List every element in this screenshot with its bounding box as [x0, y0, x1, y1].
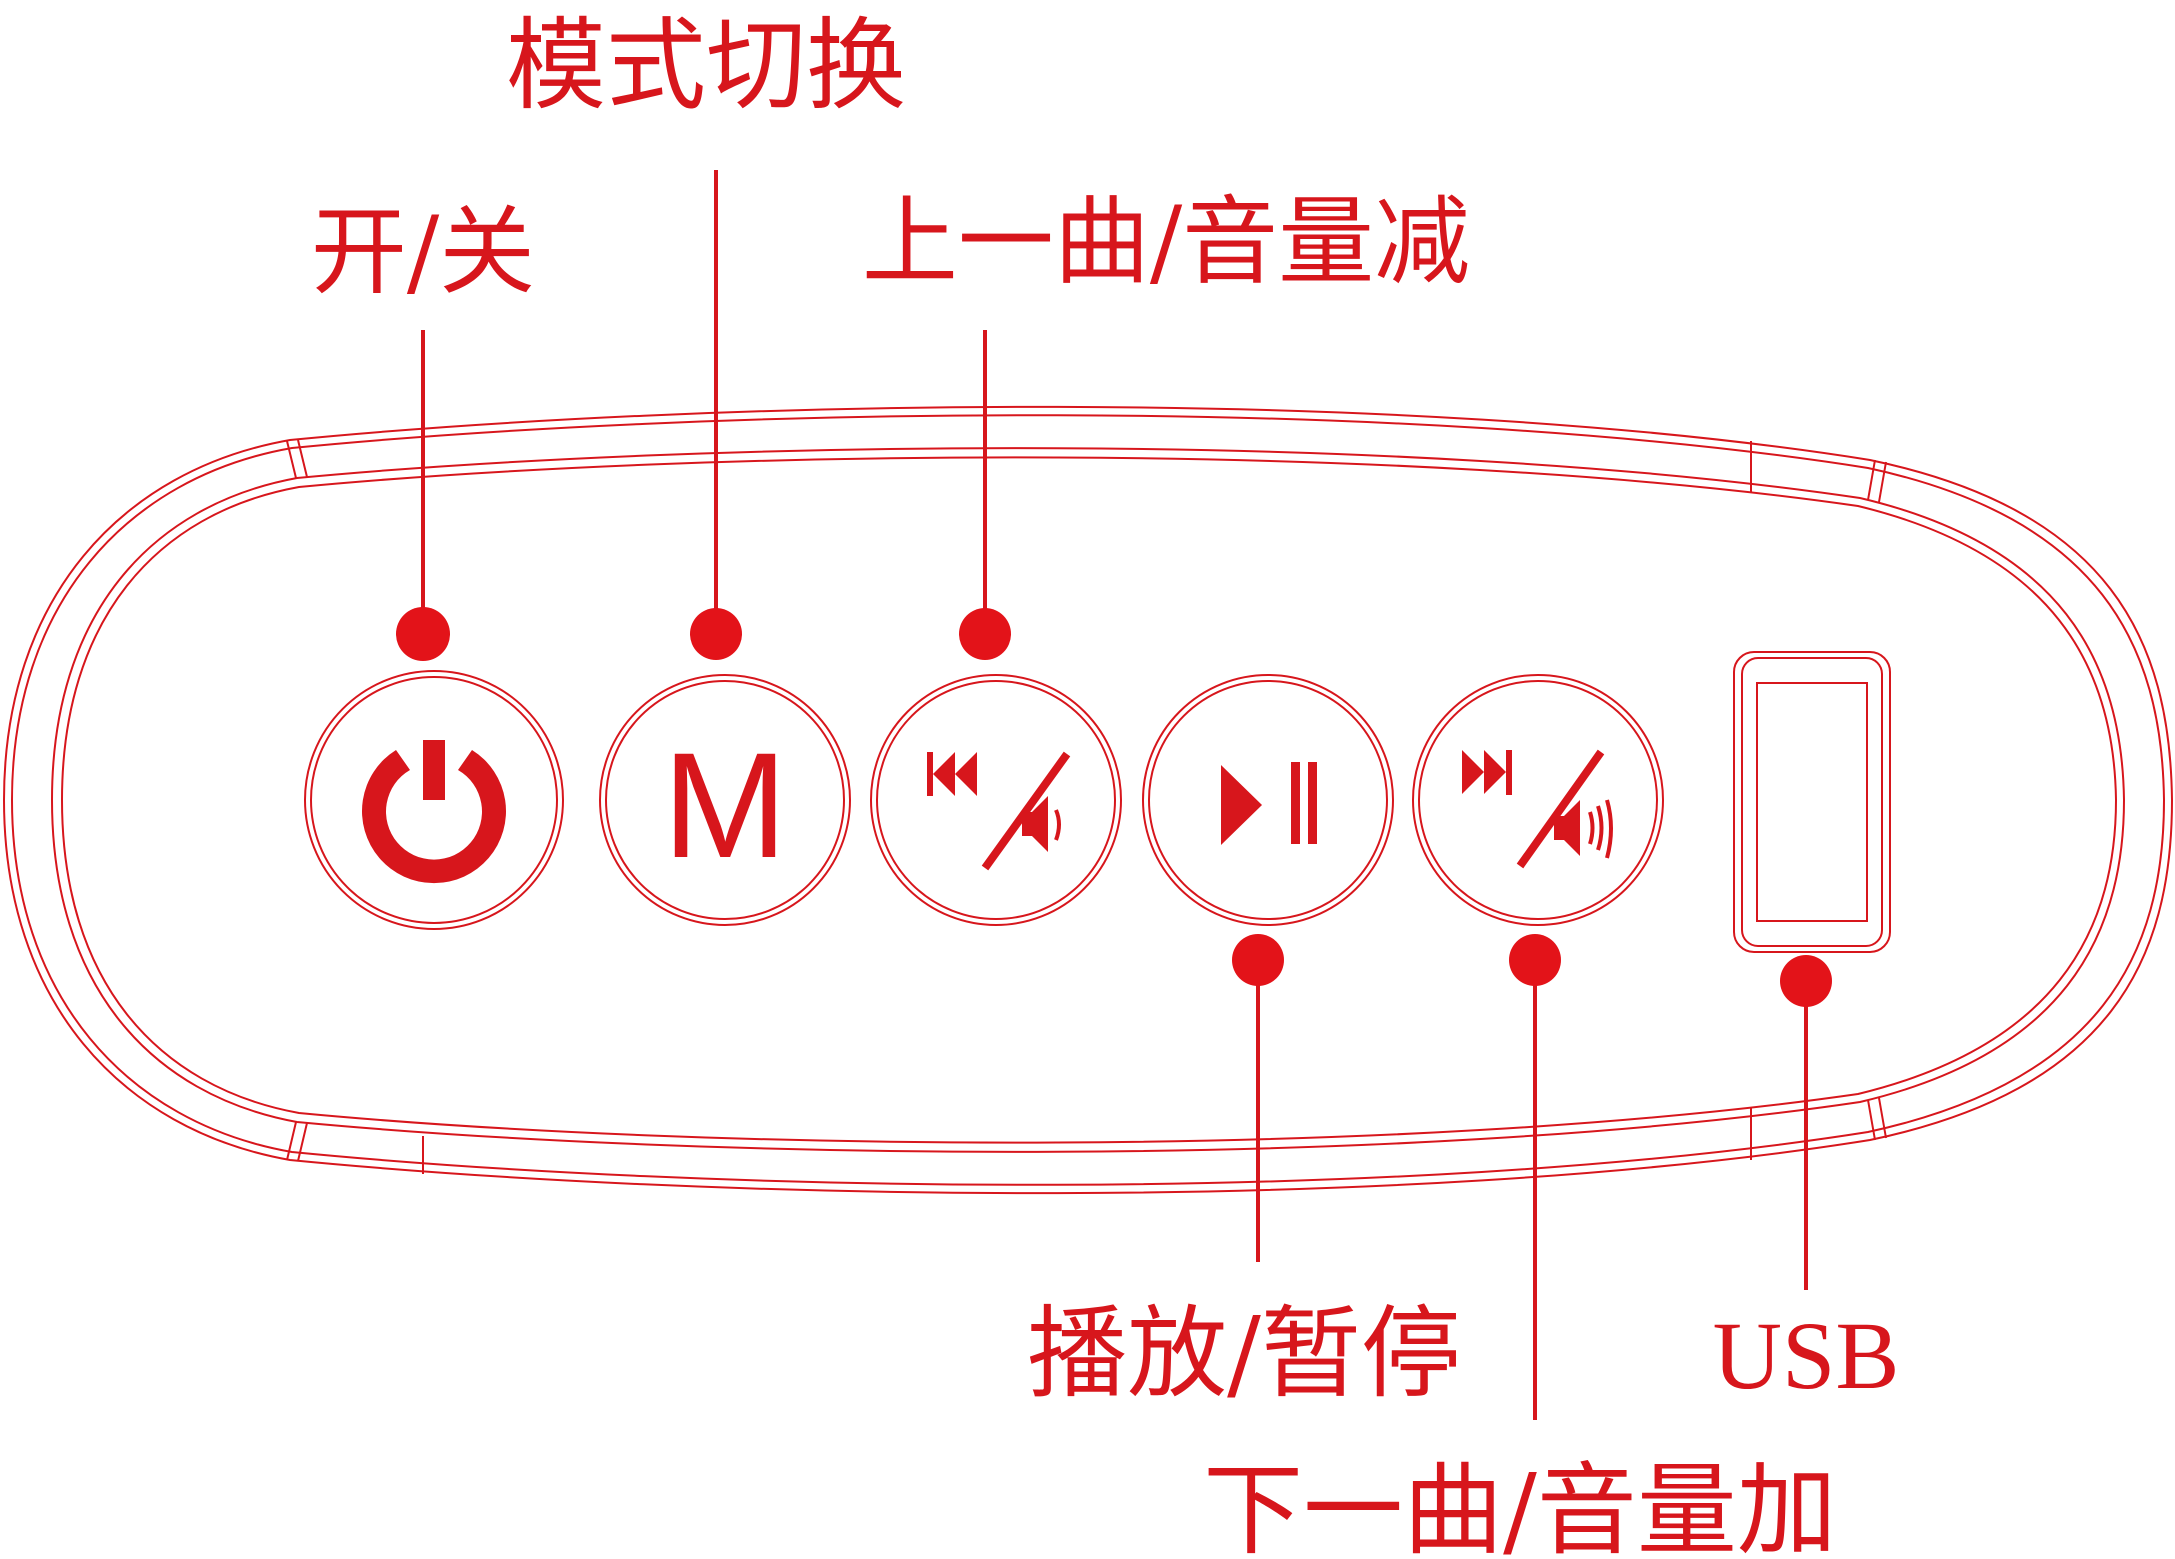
- seam-marks: [286, 439, 1887, 1174]
- usb-port-icon: [1756, 682, 1868, 922]
- label-play-pause: 播放/暂停: [1027, 1295, 1461, 1412]
- dot-power: [396, 607, 450, 661]
- mode-letter-icon: M: [663, 721, 788, 889]
- usb-port[interactable]: [1733, 651, 1891, 953]
- label-next-vol-up: 下一曲/音量加: [1203, 1452, 1837, 1559]
- callouts: [396, 170, 1832, 1420]
- play-pause-icon: [1221, 762, 1317, 845]
- next-volume-up-button[interactable]: [1412, 674, 1664, 926]
- dot-prev: [959, 608, 1011, 660]
- outline-inner-1: [50, 447, 2126, 1153]
- outline-outer-2: [10, 414, 2166, 1186]
- dot-usb: [1780, 955, 1832, 1007]
- label-mode-switch: 模式切换: [506, 7, 906, 124]
- play-pause-button[interactable]: [1142, 674, 1394, 926]
- label-power: 开/关: [311, 196, 535, 308]
- speaker-body-outline: [2, 405, 2174, 1195]
- next-volume-up-icon: [1462, 749, 1613, 869]
- previous-volume-down-icon: [927, 751, 1071, 871]
- dot-mode: [690, 608, 742, 660]
- power-icon: [362, 740, 506, 884]
- label-usb: USB: [1713, 1302, 1900, 1409]
- power-button[interactable]: [304, 670, 564, 930]
- label-prev-vol-down: 上一曲/音量减: [862, 186, 1470, 298]
- dot-next: [1509, 934, 1561, 986]
- outline-outer-1: [2, 405, 2174, 1195]
- dot-play: [1232, 934, 1284, 986]
- outline-inner-2: [60, 456, 2118, 1144]
- mode-button[interactable]: M: [599, 674, 851, 926]
- previous-volume-down-button[interactable]: [870, 674, 1122, 926]
